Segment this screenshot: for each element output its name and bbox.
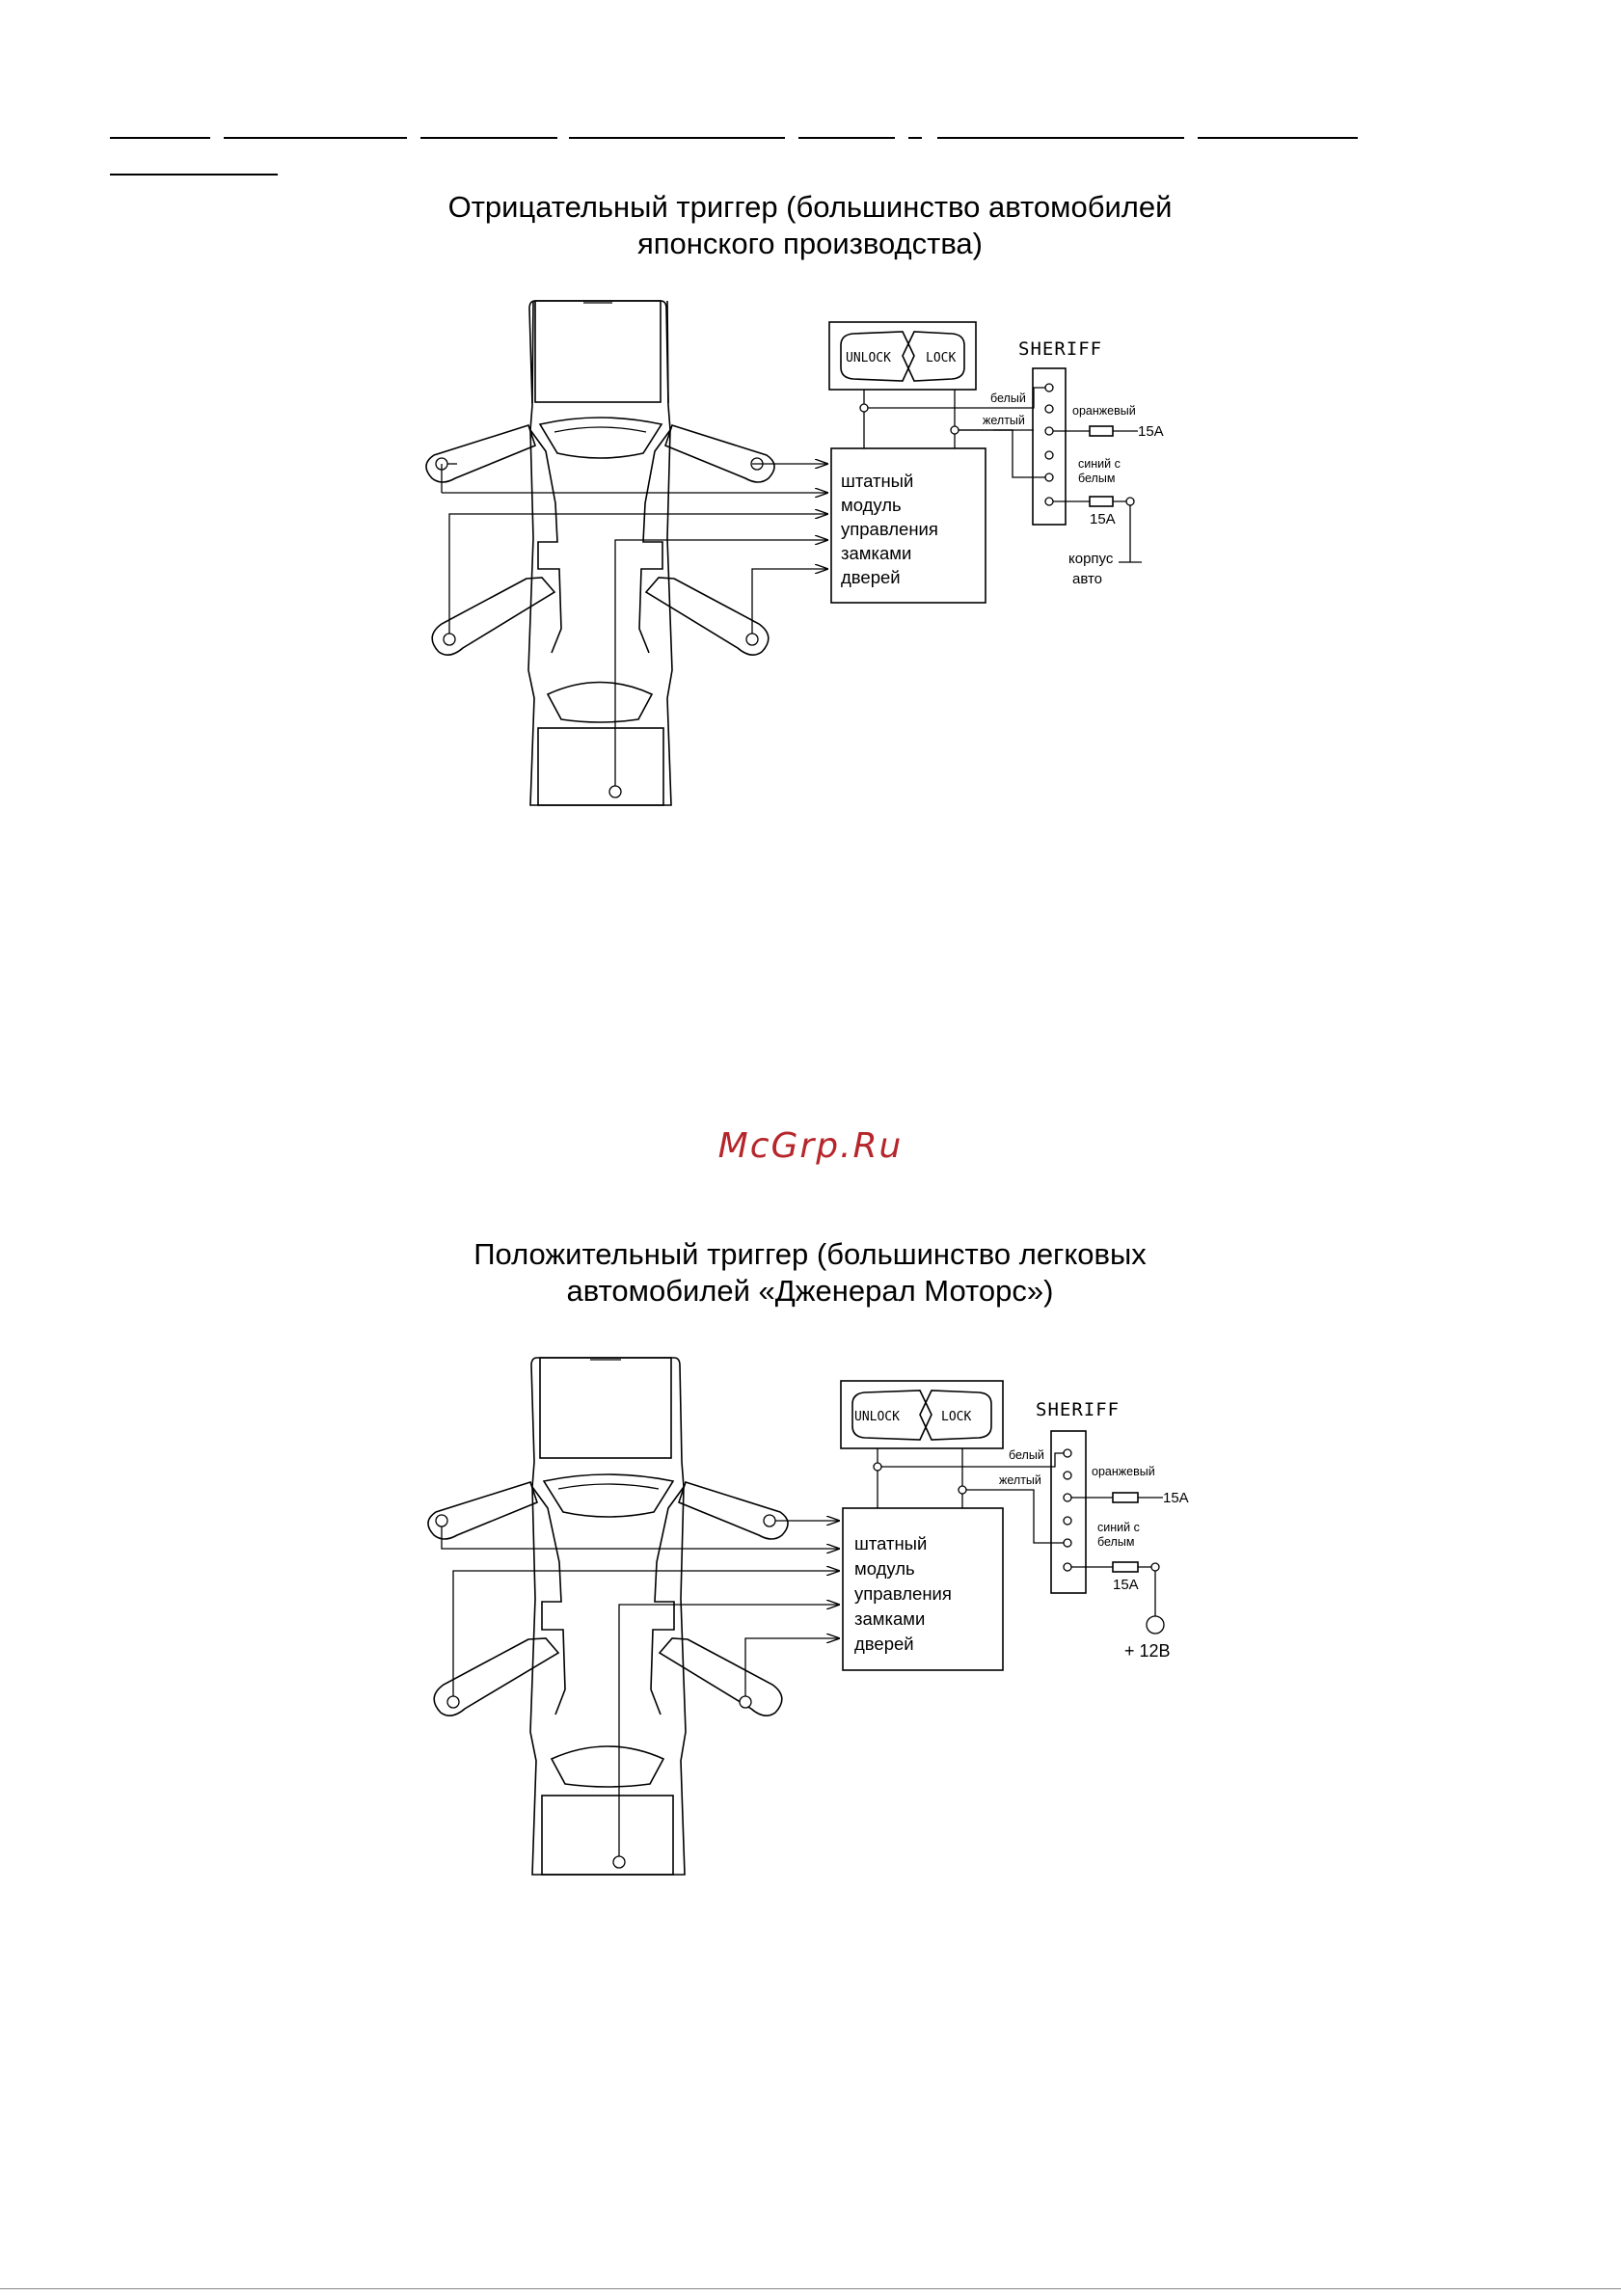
header-rule [224, 137, 407, 139]
diagram-1-title-line-2: японского производства) [636, 227, 983, 260]
lock-label: LOCK [926, 351, 956, 365]
unlock-label: UNLOCK [854, 1410, 900, 1424]
wire-label-blue-white-1: синий с [1078, 457, 1121, 471]
wire-label-white: белый [990, 392, 1026, 405]
wire-label-orange: оранжевый [1072, 404, 1136, 418]
module-line-5: дверей [854, 1634, 914, 1654]
header-rule [937, 137, 1184, 139]
terminal-label-1: + 12B [1124, 1641, 1171, 1661]
header-rule [110, 137, 210, 139]
module-line-2: модуль [841, 495, 902, 515]
sheriff-connector [1032, 367, 1067, 526]
lock-actuators [435, 457, 764, 798]
module-line-1: штатный [841, 471, 913, 491]
power-terminal [1146, 1615, 1165, 1634]
wire-label-yellow: желтый [983, 414, 1025, 427]
header-rule [908, 137, 922, 139]
footer-rule [0, 2288, 1621, 2289]
car-outline [527, 300, 673, 806]
module-line-1: штатный [854, 1533, 927, 1553]
header-rule [1198, 137, 1358, 139]
terminal-label-1: корпус [1068, 551, 1114, 567]
wire-label-blue-white-2: белым [1078, 472, 1115, 485]
header-rule [798, 137, 895, 139]
fuse-wires [1053, 425, 1142, 563]
wire-label-blue-white-2: белым [1097, 1535, 1134, 1549]
sheriff-connector [1050, 1430, 1087, 1594]
remote-control [828, 321, 977, 391]
car-doors [425, 423, 775, 656]
wire-label-yellow: желтый [999, 1473, 1041, 1487]
diagram-2-title-line-1: Положительный триггер (большинство легко… [473, 1237, 1147, 1271]
fuse-1-label: 15A [1163, 1490, 1189, 1506]
header-rule [420, 137, 557, 139]
connector-pins [1044, 383, 1054, 506]
car-outline [529, 1357, 687, 1876]
diagram-1: UNLOCK LOCK штатный модуль управления за… [425, 300, 1164, 806]
terminal-label-2: авто [1072, 571, 1102, 587]
actuator-wires [441, 1521, 839, 1856]
fuse-1-label: 15A [1138, 423, 1164, 440]
module-line-3: управления [854, 1583, 952, 1604]
diagram-2-title: Положительный триггер (большинство легко… [289, 1236, 1331, 1310]
fuse-wires [1071, 1492, 1165, 1634]
connector-pins [1063, 1448, 1072, 1572]
module-line-4: замками [841, 543, 911, 563]
door-lock-module [842, 1507, 1004, 1671]
module-line-4: замками [854, 1608, 925, 1629]
brand-label: SHERIFF [1036, 1399, 1120, 1420]
diagram-1-title-line-1: Отрицательный триггер (большинство автом… [447, 190, 1173, 224]
lock-actuators [435, 1514, 776, 1869]
wire-label-orange: оранжевый [1092, 1465, 1155, 1478]
fuse-2-label: 15A [1113, 1577, 1139, 1593]
wire-label-blue-white-1: синий с [1097, 1521, 1140, 1534]
diagram-2: UNLOCK LOCK штатный модуль управления за… [427, 1357, 1189, 1876]
fuse-2-label: 15A [1090, 511, 1116, 527]
header-rule [110, 174, 278, 176]
unlock-label: UNLOCK [846, 351, 891, 365]
actuator-wires [441, 464, 827, 786]
watermark: McGrp.Ru [717, 1126, 904, 1166]
diagram-2-title-line-2: автомобилей «Дженерал Моторс») [566, 1274, 1054, 1308]
header-rule [569, 137, 785, 139]
control-wires [859, 387, 1049, 478]
remote-control [840, 1380, 1004, 1449]
lock-label: LOCK [941, 1410, 971, 1424]
module-line-2: модуль [854, 1558, 915, 1579]
module-line-3: управления [841, 519, 938, 539]
brand-label: SHERIFF [1018, 338, 1102, 360]
module-line-5: дверей [841, 567, 901, 587]
wire-label-white: белый [1009, 1448, 1044, 1462]
door-lock-module [830, 447, 986, 604]
control-wires [873, 1448, 1067, 1544]
diagram-1-title: Отрицательный триггер (большинство автом… [289, 189, 1331, 262]
car-doors [427, 1480, 789, 1716]
